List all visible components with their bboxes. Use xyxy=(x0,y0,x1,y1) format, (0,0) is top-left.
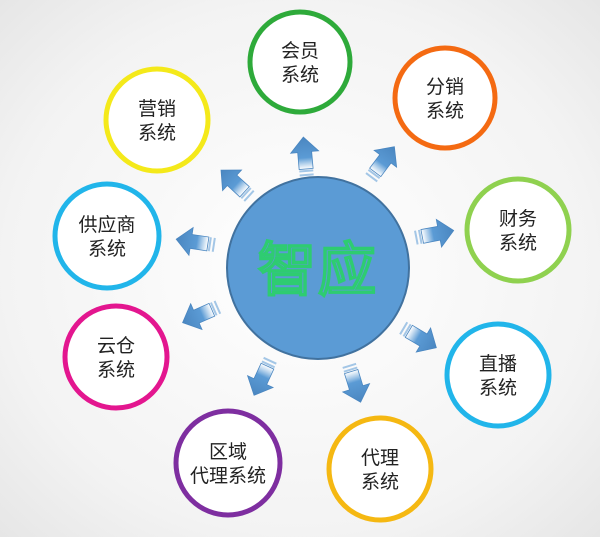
node-label-supplier-0: 供应商 xyxy=(78,214,135,236)
node-ring-marketing xyxy=(103,66,211,174)
arrow-body xyxy=(341,369,371,403)
arrow-stripe xyxy=(209,302,218,316)
node-label-agency-1: 系统 xyxy=(361,471,399,493)
arrow-stripe xyxy=(417,229,423,244)
arrow-agency xyxy=(341,362,371,403)
arrow-body xyxy=(175,226,210,257)
node-label-livestream-1: 系统 xyxy=(479,377,517,399)
node-label-marketing-0: 营销 xyxy=(138,98,176,120)
node-ring-regional xyxy=(173,408,283,518)
node-label-member-0: 会员 xyxy=(281,40,319,62)
arrow-stripe xyxy=(402,323,412,337)
arrow-stripe xyxy=(414,230,419,245)
arrow-body xyxy=(420,218,455,248)
node-label-regional-0: 区域 xyxy=(209,441,247,463)
arrow-stripe xyxy=(243,190,255,202)
arrow-body xyxy=(220,169,250,198)
node-label-distribution-1: 系统 xyxy=(426,100,464,122)
arrow-livestream xyxy=(399,321,437,353)
arrow-body xyxy=(246,362,275,396)
arrow-supplier xyxy=(175,226,216,257)
node-ring-livestream xyxy=(444,321,552,429)
arrow-cloud xyxy=(182,300,222,331)
arrow-marketing xyxy=(220,169,255,202)
node-label-regional-1: 代理系统 xyxy=(190,465,266,487)
node-label-cloud-0: 云仓 xyxy=(97,335,135,357)
arrow-stripe xyxy=(263,356,277,365)
arrow-distribution xyxy=(365,146,398,183)
arrow-stripe xyxy=(367,169,381,180)
center-circle xyxy=(226,176,410,360)
node-ring-supplier xyxy=(52,181,162,291)
node-label-cloud-1: 系统 xyxy=(97,359,135,381)
arrow-body xyxy=(182,302,216,331)
arrow-stripe xyxy=(261,360,276,369)
node-label-finance-1: 系统 xyxy=(499,232,537,254)
center-label: 智应 xyxy=(258,236,378,304)
node-ring-cloud xyxy=(62,303,170,411)
node-ring-finance xyxy=(464,176,572,284)
arrow-stripe xyxy=(240,187,252,199)
node-agency: 代理系统 xyxy=(326,415,434,523)
node-label-marketing-1: 系统 xyxy=(138,122,176,144)
arrow-stripe xyxy=(211,237,216,252)
node-ring-member xyxy=(247,9,353,115)
arrow-body xyxy=(404,324,437,353)
node-label-member-1: 系统 xyxy=(281,64,319,86)
node-ring-agency xyxy=(326,415,434,523)
arrow-finance xyxy=(414,218,455,248)
arrow-layer xyxy=(175,136,455,403)
arrow-stripe xyxy=(399,321,409,335)
arrow-regional xyxy=(246,356,277,396)
center-hub: 智应 xyxy=(226,176,410,360)
node-label-agency-0: 代理 xyxy=(361,447,399,469)
node-label-livestream-0: 直播 xyxy=(479,353,517,375)
arrow-body xyxy=(289,136,320,170)
arrow-stripe xyxy=(299,173,314,177)
arrow-stripe xyxy=(343,366,358,373)
arrow-stripe xyxy=(365,172,378,183)
arrow-member xyxy=(289,136,320,177)
node-ring-distribution xyxy=(392,45,498,151)
node-label-finance-0: 财务 xyxy=(499,208,537,230)
arrow-stripe xyxy=(342,362,357,369)
arrow-body xyxy=(369,146,398,178)
arrow-stripe xyxy=(207,237,212,252)
arrow-stripe xyxy=(213,300,222,315)
node-label-supplier-1: 系统 xyxy=(88,238,126,260)
node-label-distribution-0: 分销 xyxy=(426,76,464,98)
arrow-stripe xyxy=(299,169,314,173)
